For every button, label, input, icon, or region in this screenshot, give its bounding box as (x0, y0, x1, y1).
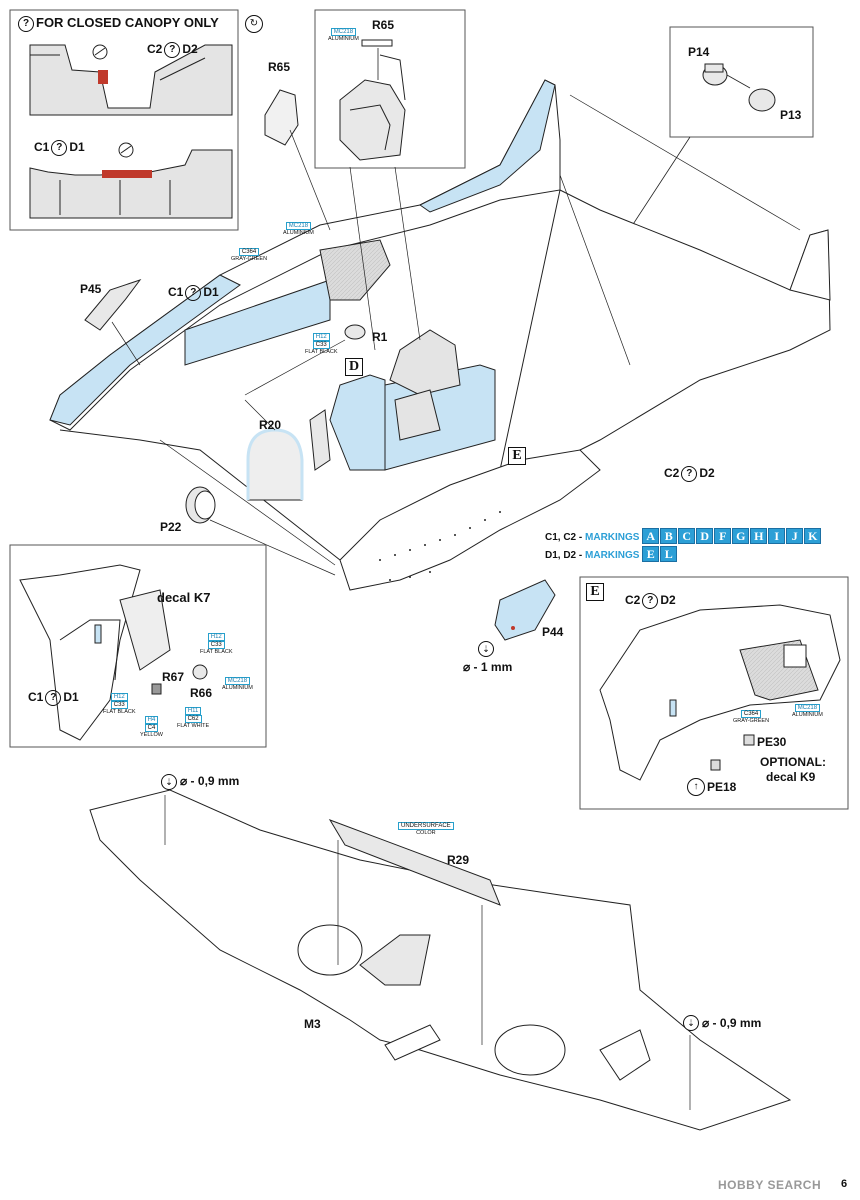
marking-badge: C (678, 528, 696, 544)
help-icon: ? (51, 140, 68, 156)
part-label-p14: P14 (688, 45, 710, 59)
marking-badge: B (660, 528, 678, 544)
part-label-pe18: PE18 (707, 780, 737, 794)
part-pe18-drawing (710, 759, 721, 771)
marking-badge: A (642, 528, 660, 544)
drill-icon: ⇣ (683, 1015, 699, 1031)
canopy-sill-lower-drawing (29, 149, 233, 219)
fuselage-half-drawing (49, 79, 831, 591)
marking-badge: E (642, 546, 660, 562)
variant-label-c2d2-e: C2?D2 (625, 593, 676, 609)
part-r20-drawing (246, 428, 304, 501)
assembly-leader-lines (111, 94, 801, 576)
wing-leader-lines (164, 795, 691, 1110)
part-p13-drawing (748, 88, 776, 112)
drill-icon: ⇣ (161, 774, 177, 790)
marking-badge: D (696, 528, 714, 544)
part-label-p44: P44 (542, 625, 564, 639)
p13-p14-panel (669, 26, 814, 138)
part-label-r65-left: R65 (268, 60, 291, 74)
marking-badge: K (804, 528, 822, 544)
canopy-red-marker-upper (98, 70, 108, 84)
variant-label-c2d2-main: C2?D2 (664, 466, 715, 482)
help-icon: ? (18, 15, 34, 32)
watermark: HOBBY SEARCH (718, 1178, 822, 1192)
part-label-r1: R1 (372, 330, 388, 344)
help-icon: ? (45, 690, 62, 706)
marking-badge: L (660, 546, 678, 562)
drill-icon: ⇣ (478, 641, 494, 657)
part-r67-drawing (151, 683, 162, 695)
marking-badge: F (714, 528, 732, 544)
page-number: 6 (841, 1178, 848, 1190)
marking-badge: H (750, 528, 768, 544)
part-label-pe30: PE30 (757, 735, 787, 749)
part-r66-drawing (192, 664, 208, 680)
part-label-p45: P45 (80, 282, 102, 296)
seat-armour-drawing (339, 39, 406, 161)
help-icon: ? (164, 42, 181, 58)
part-r1-drawing (344, 324, 366, 340)
part-p45-drawing (84, 279, 142, 331)
closed-canopy-title: ?FOR CLOSED CANOPY ONLY (16, 15, 219, 32)
help-icon: ? (681, 466, 698, 482)
part-label-r65-top: R65 (372, 18, 395, 32)
help-icon: ? (185, 285, 202, 301)
part-label-r20: R20 (259, 418, 282, 432)
decal-label-k7: decal K7 (157, 590, 211, 605)
canopy-sill-upper-drawing (29, 44, 233, 116)
part-label-p13: P13 (780, 108, 802, 122)
marking-badge: I (768, 528, 786, 544)
part-label-m3: M3 (304, 1017, 321, 1031)
rivet-details (379, 511, 501, 581)
part-r65-drawing (264, 89, 299, 146)
flip-icon: ↑ (687, 778, 705, 796)
part-label-r29: R29 (447, 853, 470, 867)
cockpit-assembly-drawing (309, 329, 496, 471)
decal-label-k9: decal K9 (766, 770, 816, 784)
part-label-p22: P22 (160, 520, 182, 534)
marking-badge: J (786, 528, 804, 544)
part-pe30-drawing (743, 734, 755, 746)
drill-size-left: ⌀ - 0,9 mm (180, 774, 240, 788)
sub-assembly-d-badge: D (345, 358, 363, 376)
variant-label-c1d1-decal: C1?D1 (28, 690, 79, 706)
e-detail-drawing (599, 604, 841, 781)
canopy-red-marker-lower (102, 170, 152, 178)
help-icon: ? (642, 593, 659, 609)
cockpit-wall-detail-drawing (19, 564, 171, 741)
marking-badge: G (732, 528, 750, 544)
e-panel-badge: E (586, 583, 604, 601)
optional-label: OPTIONAL: (760, 755, 826, 769)
part-p14-drawing (702, 63, 728, 86)
lower-wing-drawing (89, 789, 792, 1131)
drill-size-p44: ⌀ - 1 mm (463, 660, 513, 674)
sub-assembly-e-badge: E (508, 447, 526, 465)
drill-size-right: ⌀ - 0,9 mm (702, 1016, 762, 1030)
variant-label-c1d1-main: C1?D1 (168, 285, 219, 301)
rotate-icon: ↻ (245, 15, 263, 33)
part-p22-drawing (185, 486, 216, 524)
variant-label-c1d1: C1?D1 (34, 140, 85, 156)
variant-label-c2d2: C2?D2 (147, 42, 198, 58)
part-label-r66: R66 (190, 686, 213, 700)
part-label-r67: R67 (162, 670, 185, 684)
part-p44-drawing (494, 579, 556, 641)
